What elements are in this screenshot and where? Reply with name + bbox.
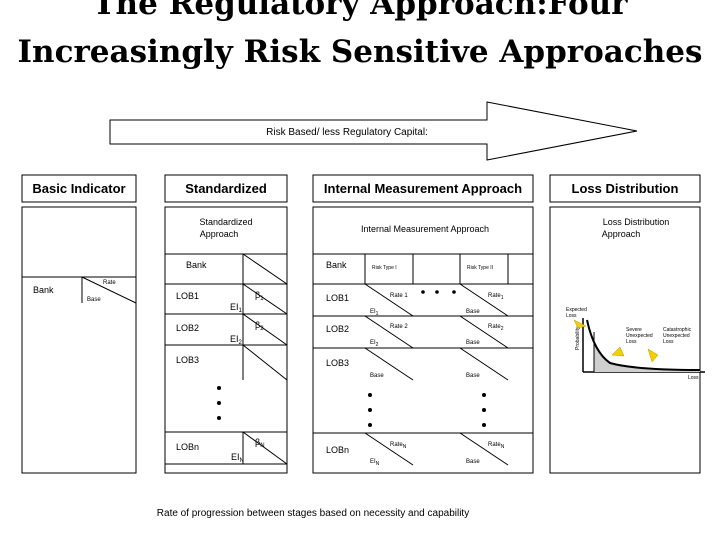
lda-catastrophic-pointer: [647, 348, 659, 363]
ima-base-1: Base: [466, 309, 480, 315]
ima-lobn: LOBn: [326, 445, 349, 455]
lda-loss-label: Loss: [688, 375, 699, 381]
slide-title-line-2: Increasingly Risk Sensitive Approaches: [17, 34, 703, 70]
std-lob1: LOB1: [176, 291, 199, 301]
std-beta-1: β1: [255, 290, 264, 302]
ima-lob2: LOB2: [326, 324, 349, 334]
lda-expected-pointer: [573, 319, 587, 329]
lda-panel: [549, 206, 701, 474]
basic-indicator-content: Bank Rate Base: [22, 276, 137, 304]
ima-lob1: LOB1: [326, 293, 349, 303]
ima-rate-1: Rate 1: [390, 293, 408, 299]
standardized-header: [164, 174, 288, 203]
ima-content: Internal Measurement Approach Bank Risk …: [313, 224, 533, 467]
lda-catastrophic-1: Catastrophic: [663, 327, 692, 333]
lda-expected-loss-1: Expected: [566, 307, 587, 313]
ima-base-3l: Base: [370, 373, 384, 379]
risk-type-1: Risk Type I: [372, 265, 397, 271]
ima-rate-1r: Rate1: [488, 293, 504, 301]
basic-bank: Bank: [33, 285, 54, 295]
basic-indicator-label: Basic Indicator: [32, 181, 125, 196]
lda-severe-3: Loss: [626, 339, 637, 345]
lda-probability-label: Probability: [575, 326, 581, 350]
lda-header: [549, 174, 701, 203]
lda-caption-1: Loss Distribution: [603, 217, 670, 227]
std-ei-n: EIN: [231, 452, 244, 464]
lda-severe-1: Severe: [626, 327, 642, 333]
std-ei-2: EI2: [230, 334, 243, 346]
ima-base-n: Base: [466, 459, 480, 465]
ima-ei-2: EI2: [370, 340, 379, 348]
ima-base-2: Base: [466, 340, 480, 346]
ima-rate-2r: Rate2: [488, 324, 504, 332]
basic-indicator-header: [21, 174, 137, 203]
lda-tail-area: [594, 340, 700, 372]
std-lobn: LOBn: [176, 442, 199, 452]
ima-base-3r: Base: [466, 373, 480, 379]
ima-caption: Internal Measurement Approach: [361, 224, 489, 234]
lda-caption-2: Approach: [602, 229, 641, 239]
standardized-label: Standardized: [185, 181, 267, 196]
lda-expected-loss-2: Loss: [566, 313, 577, 319]
lda-catastrophic-2: Unexpected: [663, 333, 690, 339]
lda-severe-pointer: [611, 346, 625, 357]
ima-lob3: LOB3: [326, 358, 349, 368]
ima-header: [312, 174, 534, 203]
basic-indicator-panel: [21, 206, 137, 474]
std-bank: Bank: [186, 260, 207, 270]
lda-catastrophic-3: Loss: [663, 339, 674, 345]
lda-label: Loss Distribution: [572, 181, 679, 196]
basic-base: Base: [87, 297, 101, 303]
ima-ei-1: EI1: [370, 309, 379, 317]
std-lob3: LOB3: [176, 355, 199, 365]
std-ei-1: EI1: [230, 302, 243, 314]
slide-title-line-1: The Regulatory Approach:Four: [92, 0, 628, 22]
std-lob2: LOB2: [176, 323, 199, 333]
footer-note: Rate of progression between stages based…: [157, 508, 469, 519]
lda-curve: [586, 319, 701, 371]
standardized-panel: [164, 206, 288, 474]
risk-type-1-box: [364, 253, 414, 285]
std-caption-2: Approach: [200, 229, 239, 239]
arrow-label: Risk Based/ less Regulatory Capital:: [266, 127, 428, 138]
std-beta-2: β2: [255, 320, 264, 332]
basic-rate: Rate: [103, 280, 116, 286]
ima-rate-2: Rate 2: [390, 324, 408, 330]
progression-arrow: [109, 101, 638, 161]
std-beta-n: βN: [255, 437, 265, 449]
lda-severe-2: Unexpected: [626, 333, 653, 339]
lda-content: Loss Distribution Approach Probability L…: [566, 217, 705, 381]
ima-label: Internal Measurement Approach: [324, 181, 522, 196]
risk-type-n: Risk Type II: [467, 265, 493, 271]
ima-rate-nr: RateN: [488, 442, 505, 450]
std-caption-1: Standardized: [199, 217, 252, 227]
ima-bank: Bank: [326, 260, 347, 270]
ima-ei-n: EIN: [370, 459, 380, 467]
standardized-content: Standardized Approach Bank LOB1 β1 EI1 L…: [165, 217, 288, 465]
ima-rate-n: RateN: [390, 442, 407, 450]
